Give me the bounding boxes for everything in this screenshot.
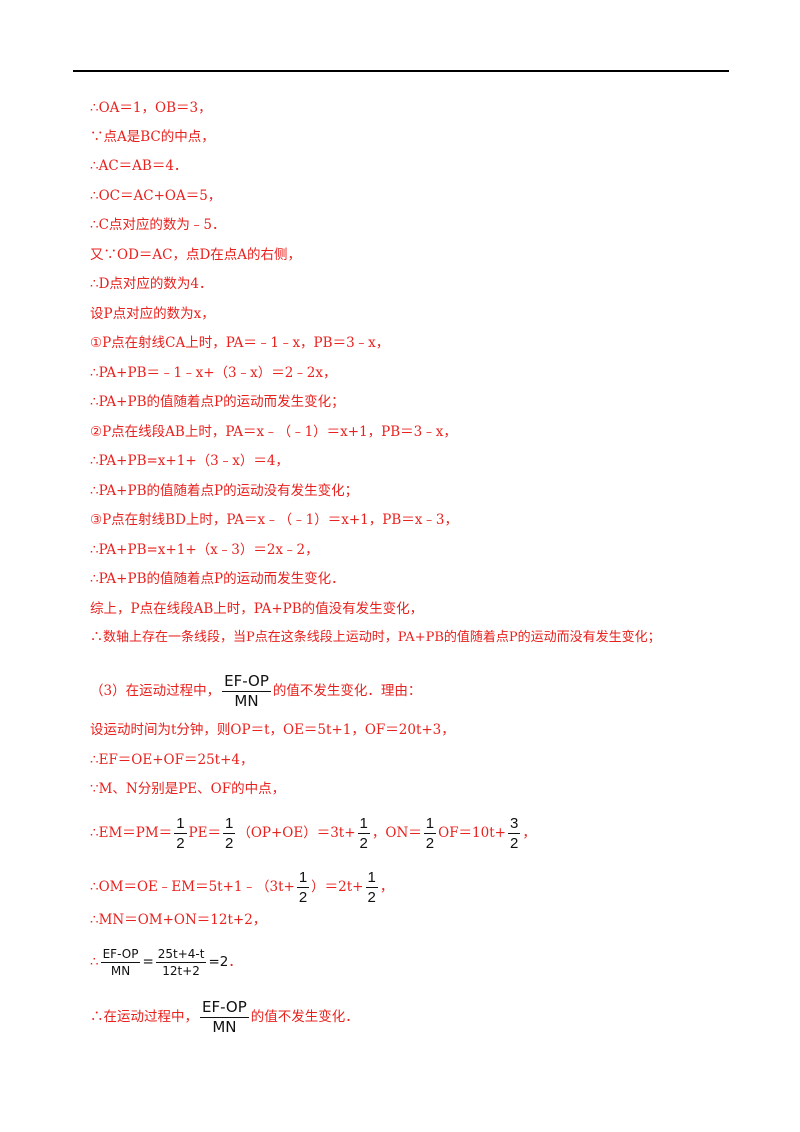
final-part: ∴在运动过程中， xyxy=(90,1009,198,1025)
text-line: ∴PA+PB的值随着点P的运动没有发生变化； xyxy=(90,483,359,499)
fraction-denominator: MN xyxy=(212,1018,237,1036)
om-part: ， xyxy=(379,879,394,895)
fraction-numerator: 1 xyxy=(365,869,378,888)
fraction-numerator: EF-OP xyxy=(200,998,249,1018)
text-line: ∴PA+PB＝﹣1﹣x+（3﹣x）＝2﹣2x， xyxy=(90,365,337,381)
om-part: ）＝2t+ xyxy=(311,879,364,895)
om-part: ∴OM＝OE﹣EM＝5t+1﹣（3t+ xyxy=(90,879,295,895)
text-line: ∴PA+PB的值随着点P的运动而发生变化． xyxy=(90,571,345,587)
fraction-denominator: 2 xyxy=(224,835,234,852)
fraction-denominator: 2 xyxy=(298,889,308,906)
fraction-denominator: 2 xyxy=(509,835,519,852)
fraction-denominator: MN xyxy=(234,692,259,710)
therefore-symbol: ∴ xyxy=(90,954,99,970)
fraction-numerator: 3 xyxy=(507,815,521,834)
equals-two: =2 xyxy=(208,954,229,970)
fraction-numerator: 1 xyxy=(296,869,310,888)
period: ． xyxy=(228,954,242,970)
fraction-denominator: 2 xyxy=(367,889,376,906)
text-line: ①P点在射线CA上时，PA＝﹣1﹣x，PB＝3﹣x， xyxy=(90,335,390,351)
fraction-denominator: 2 xyxy=(425,835,435,852)
text-line: ∴数轴上存在一条线段，当P点在这条线段上运动时，PA+PB的值随着点P的运动而没… xyxy=(90,630,661,645)
text-line: ∴OC＝AC+OA＝5， xyxy=(90,188,222,204)
em-part: ∴EM＝PM＝ xyxy=(90,825,173,841)
text-line: 又∵OD＝AC，点D在点A的右侧， xyxy=(90,247,302,263)
fraction-denominator: MN xyxy=(110,964,131,978)
header-rule xyxy=(73,70,729,72)
text-line: 设P点对应的数为x， xyxy=(90,306,215,322)
text-line: ∴AC＝AB＝4． xyxy=(90,158,188,174)
fraction-denominator: 2 xyxy=(359,835,368,852)
fraction-numerator: 25t+4-t xyxy=(155,947,207,963)
text-line: ∵点A是BC的中点， xyxy=(90,129,215,145)
em-part: ，ON＝ xyxy=(371,825,422,841)
text-line: ③P点在射线BD上时，PA＝x﹣（﹣1）＝x+1，PB＝x﹣3， xyxy=(90,512,458,528)
em-part: PE＝ xyxy=(188,825,221,841)
em-part: （OP+OE）＝3t+ xyxy=(237,825,356,841)
text-line: ∴PA+PB的值随着点P的运动而发生变化； xyxy=(90,394,345,410)
text-line: ∴PA+PB=x+1+（3﹣x）＝4， xyxy=(90,453,289,469)
fraction-denominator: 12t+2 xyxy=(162,964,200,978)
fraction-numerator: 1 xyxy=(174,815,187,834)
text-line: ∴PA+PB=x+1+（x﹣3）＝2x﹣2， xyxy=(90,542,319,558)
text-line: ∴EF＝OE+OF＝25t+4， xyxy=(90,752,254,768)
text-line: ∴D点对应的数为4． xyxy=(90,276,213,292)
text-line: ∴MN＝OM+ON＝12t+2， xyxy=(90,912,267,928)
text-line: ∵M、N分别是PE、OF的中点， xyxy=(90,781,286,797)
text-line: ②P点在线段AB上时，PA＝x﹣（﹣1）＝x+1，PB＝3﹣x， xyxy=(90,424,457,440)
text-line: 设运动时间为t分钟，则OP＝t，OE＝5t+1，OF＝20t+3， xyxy=(90,722,455,738)
fraction-numerator: 1 xyxy=(222,815,236,834)
fraction-numerator: 1 xyxy=(357,815,370,834)
fraction-numerator: EF-OP xyxy=(100,947,141,963)
fraction-numerator: 1 xyxy=(423,815,437,834)
part3-prefix: （3）在运动过程中， xyxy=(90,683,221,699)
text-line: ∴C点对应的数为﹣5． xyxy=(90,217,226,233)
em-part: OF＝10t+ xyxy=(438,825,506,841)
em-part: ， xyxy=(522,825,536,841)
text-line: 综上，P点在线段AB上时，PA+PB的值没有发生变化， xyxy=(90,601,424,617)
part3-suffix: 的值不发生变化．理由： xyxy=(272,683,422,699)
fraction-denominator: 2 xyxy=(176,835,185,852)
text-line: ∴OA＝1，OB＝3， xyxy=(90,100,212,116)
fraction-numerator: EF-OP xyxy=(222,672,271,692)
final-part: 的值不发生变化． xyxy=(250,1009,359,1025)
